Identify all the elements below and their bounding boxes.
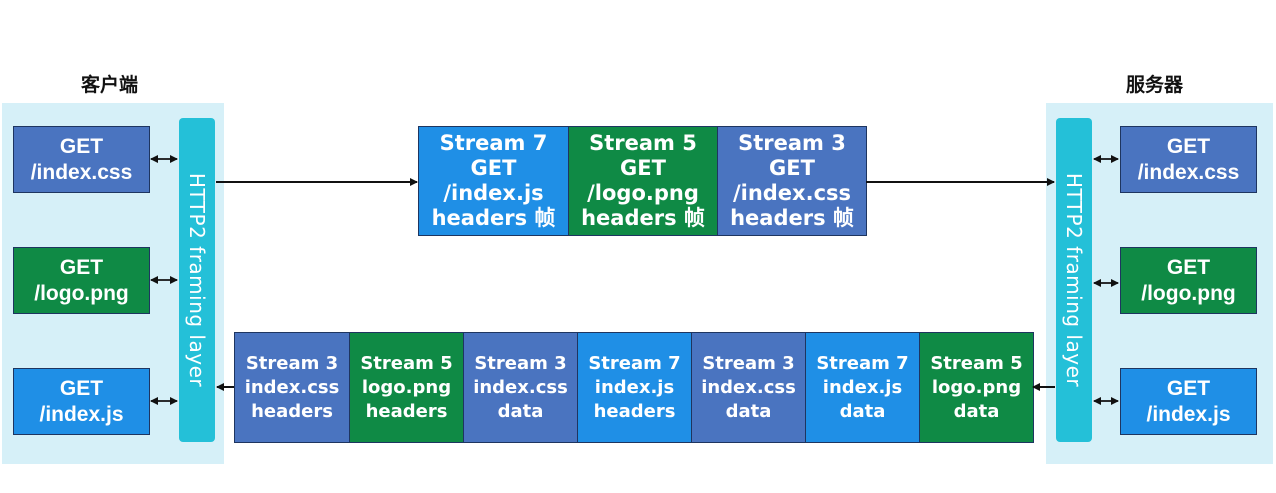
frame-line: Stream 7 [816,352,909,374]
frame-line: data [953,400,1000,422]
frame-line: index.css [473,376,568,398]
client-framing-layer: HTTP2 framing layer [179,118,215,442]
response-frame-4: Stream 7 index.js headers [577,333,691,442]
frame-line: GET [769,156,815,180]
frame-line: Stream 5 [930,352,1023,374]
response-frame-6: Stream 7 index.js data [805,333,919,442]
frame-line: Stream 3 [738,131,846,155]
response-frame-2: Stream 5 logo.png headers [349,333,463,442]
frame-line: headers [365,400,448,422]
response-frame-3: Stream 3 index.css data [463,333,577,442]
response-frame-7: Stream 5 logo.png data [919,333,1033,442]
frame-line: data [839,400,886,422]
frame-line: index.js [594,376,675,398]
request-path: /index.js [39,402,124,426]
request-method: GET [1166,255,1211,279]
request-path: /logo.png [34,281,129,305]
request-path: /index.css [1137,160,1240,184]
frame-line: /index.css [732,181,852,205]
client-request-index-js: GET /index.js [13,368,150,435]
server-framing-layer: HTTP2 framing layer [1056,118,1092,442]
frame-line: Stream 5 [360,352,453,374]
frame-line: Stream 5 [589,131,697,155]
client-label: 客户端 [81,74,139,96]
frame-line: Stream 3 [245,352,339,374]
client-request-logo-png: GET /logo.png [13,247,150,314]
response-frame-1: Stream 3 index.css headers [235,333,349,442]
frame-line: headers [251,400,333,422]
client-request-index-css: GET /index.css [13,126,150,193]
frame-line: Stream 7 [588,352,681,374]
request-path: /logo.png [1141,281,1236,305]
request-frame-stream-3: Stream 3 GET /index.css headers 帧 [717,127,866,235]
frame-line: GET [620,156,666,180]
frame-line: Stream 3 [702,352,795,374]
frame-line: logo.png [931,376,1022,398]
request-method: GET [59,376,104,400]
request-path: /index.js [1146,402,1231,426]
frame-line: Stream 3 [474,352,567,374]
request-frame-stream-7: Stream 7 GET /index.js headers 帧 [419,127,568,235]
request-method: GET [59,255,104,279]
frame-line: index.js [822,376,903,398]
request-method: GET [1166,376,1211,400]
request-frame-stream-5: Stream 5 GET /logo.png headers 帧 [568,127,717,235]
frame-line: data [725,400,772,422]
frame-line: headers 帧 [431,206,556,230]
frame-line: Stream 7 [439,131,548,155]
frame-line: headers [593,400,676,422]
frame-line: index.css [244,376,340,398]
request-method: GET [59,134,104,158]
frame-line: GET [470,156,517,180]
frame-line: headers 帧 [730,206,854,230]
server-label: 服务器 [1126,74,1184,96]
response-frames-row: Stream 3 index.css headers Stream 5 logo… [234,332,1034,443]
frame-line: index.css [701,376,796,398]
request-path: /index.css [30,160,133,184]
frame-line: headers 帧 [581,206,705,230]
frame-line: logo.png [361,376,452,398]
server-request-index-js: GET /index.js [1120,368,1257,435]
request-frames-row: Stream 7 GET /index.js headers 帧 Stream … [418,126,867,236]
frame-line: data [497,400,544,422]
server-request-index-css: GET /index.css [1120,126,1257,193]
server-request-logo-png: GET /logo.png [1120,247,1257,314]
response-frame-5: Stream 3 index.css data [691,333,805,442]
frame-line: /index.js [443,181,544,205]
request-method: GET [1166,134,1211,158]
frame-line: /logo.png [587,181,699,205]
